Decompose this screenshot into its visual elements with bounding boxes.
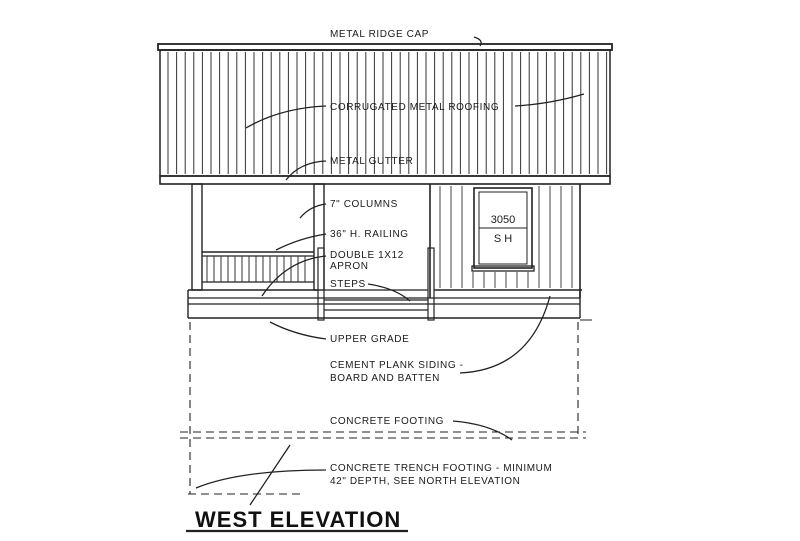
drawing-title: WEST ELEVATION [195, 507, 401, 532]
siding-battens [439, 186, 573, 288]
callout-siding-line2: BOARD AND BATTEN [330, 373, 440, 384]
callouts: METAL RIDGE CAP CORRUGATED METAL ROOFING… [330, 29, 552, 487]
wall [429, 184, 581, 298]
callout-columns: 7" COLUMNS [330, 199, 398, 210]
callout-apron-line1: DOUBLE 1X12 [330, 250, 404, 261]
porch [191, 183, 325, 291]
leader-lines [195, 36, 585, 506]
callout-steps: STEPS [330, 279, 366, 290]
callout-apron-line2: APRON [330, 261, 369, 272]
window-type-label: S H [494, 233, 512, 245]
ridge-cap [157, 43, 613, 51]
foundation [180, 322, 586, 495]
roof-corrugations [167, 52, 608, 174]
callout-railing: 36" H. RAILING [330, 229, 409, 240]
callout-trench-line2: 42" DEPTH, SEE NORTH ELEVATION [330, 476, 520, 487]
deck-apron [187, 289, 592, 321]
title-block: WEST ELEVATION [186, 507, 408, 533]
roof [157, 43, 613, 185]
window: 3050 S H [471, 187, 535, 272]
callout-trench-line1: CONCRETE TRENCH FOOTING - MINIMUM [330, 463, 552, 474]
callout-upper-grade: UPPER GRADE [330, 334, 409, 345]
callout-roofing: CORRUGATED METAL ROOFING [330, 102, 499, 113]
steps [317, 247, 435, 321]
callout-ridge-cap: METAL RIDGE CAP [330, 29, 429, 40]
callout-siding-line1: CEMENT PLANK SIDING - [330, 360, 464, 371]
railing-balusters [206, 256, 306, 282]
window-size-label: 3050 [491, 214, 515, 226]
metal-gutter [159, 175, 611, 185]
porch-column-left [191, 183, 203, 291]
callout-gutter: METAL GUTTER [330, 156, 413, 167]
porch-column-right [313, 183, 325, 291]
callout-footing: CONCRETE FOOTING [330, 416, 444, 427]
